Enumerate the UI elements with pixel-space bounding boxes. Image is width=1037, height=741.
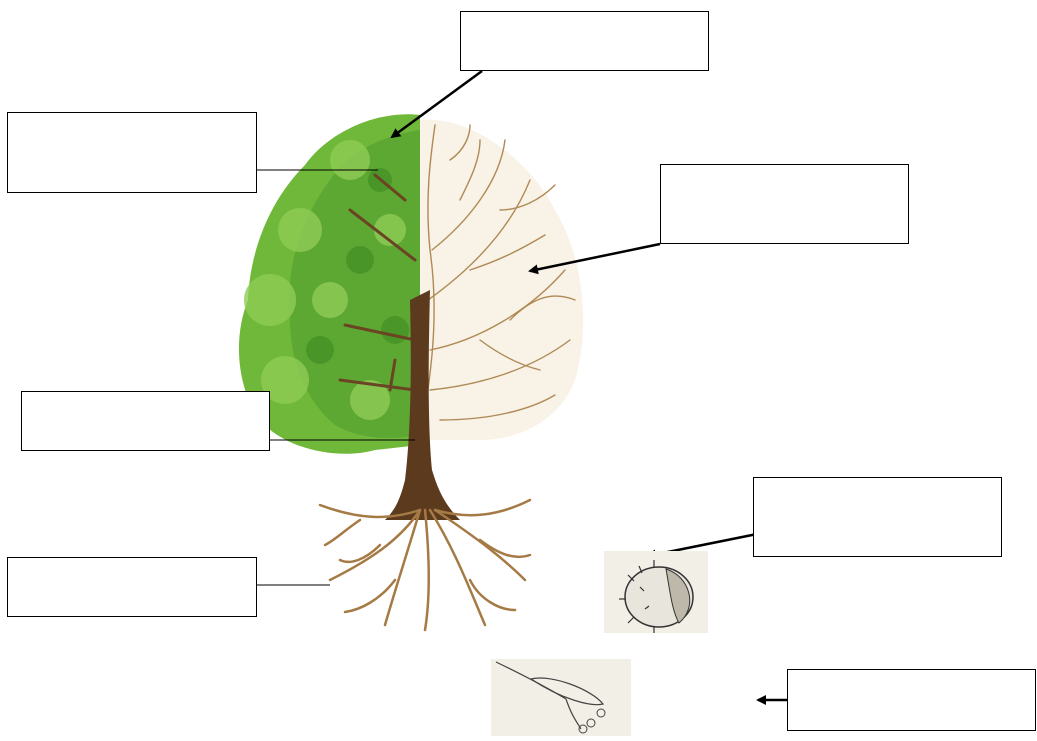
label-box-fruit[interactable] — [753, 477, 1002, 557]
horse-chestnut-icon — [619, 560, 694, 633]
label-box-leaves[interactable] — [7, 112, 257, 193]
seed-inset — [491, 659, 631, 736]
arrow-branches — [528, 242, 661, 275]
roots — [318, 498, 532, 632]
arrow-top — [390, 69, 483, 139]
trunk — [385, 290, 460, 520]
leafy-crown — [238, 114, 420, 454]
fruit-inset — [604, 551, 708, 633]
label-box-roots[interactable] — [7, 557, 257, 617]
winged-seed-icon — [495, 661, 606, 734]
label-box-seed[interactable] — [787, 669, 1036, 731]
bare-crown — [419, 119, 584, 441]
label-box-branches[interactable] — [660, 164, 909, 244]
label-box-trunk[interactable] — [21, 391, 270, 451]
label-box-top[interactable] — [460, 11, 709, 71]
